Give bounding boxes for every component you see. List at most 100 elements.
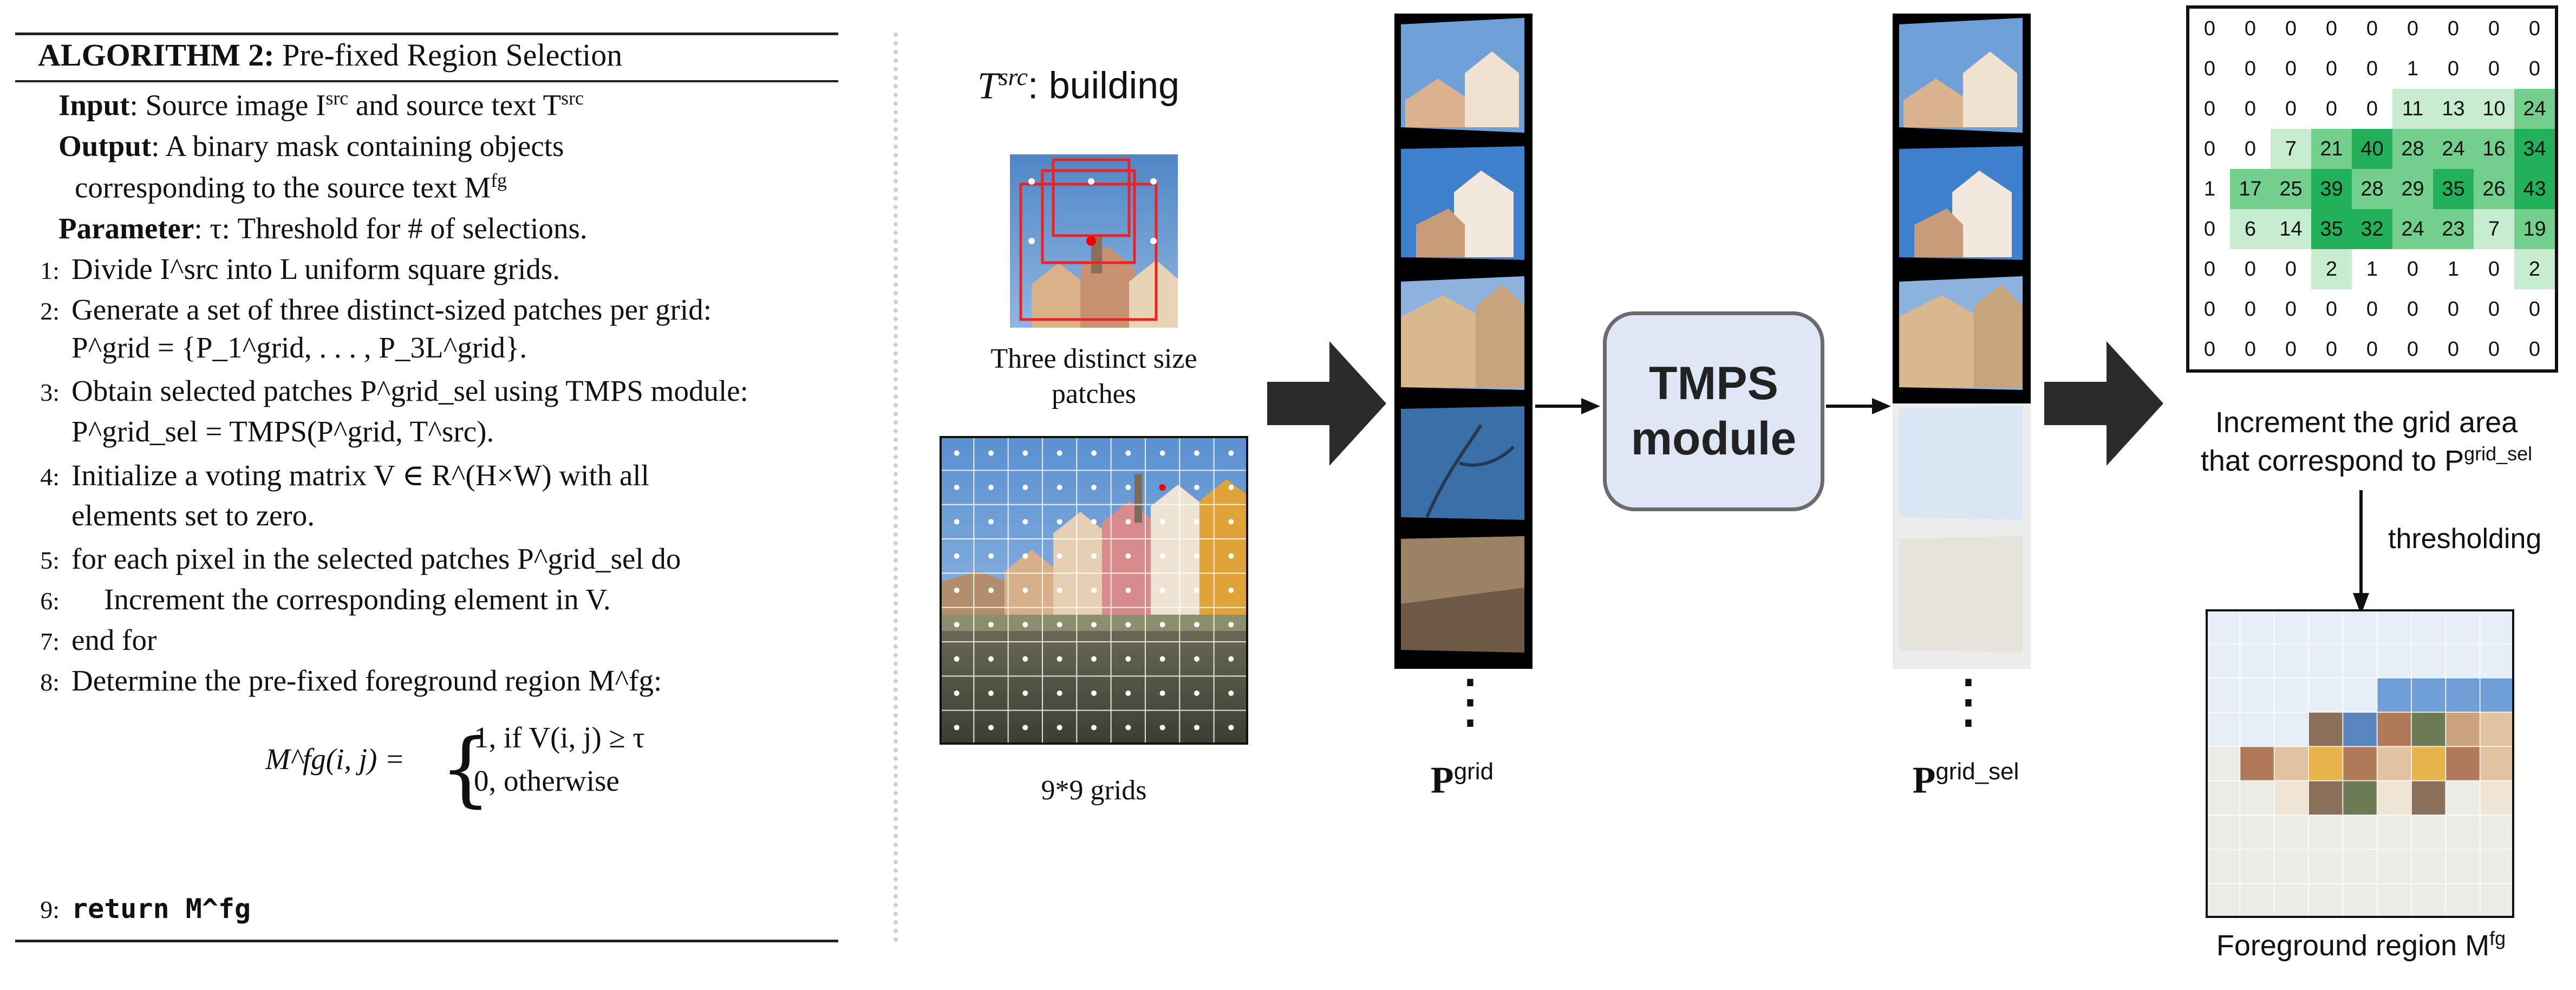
p-grid-strip xyxy=(1394,14,1532,669)
voting-matrix-cell: 32 xyxy=(2352,209,2392,249)
grid-center-dot xyxy=(954,519,960,525)
grid-center-dot xyxy=(1057,622,1062,628)
foreground-cell xyxy=(2274,780,2308,815)
foreground-cell xyxy=(2308,643,2343,678)
grid-center-dot xyxy=(1194,485,1199,490)
patches-caption: Three distinct size patches xyxy=(969,341,1218,412)
foreground-cell xyxy=(2308,609,2343,644)
voting-matrix-cell: 28 xyxy=(2392,129,2433,169)
algo-step-text: Initialize a voting matrix V ∈ R^(H×W) w… xyxy=(71,459,649,492)
voting-matrix-cell: 0 xyxy=(2230,7,2271,49)
grid-center-dot xyxy=(1194,588,1199,593)
foreground-cell xyxy=(2343,815,2377,850)
grid-center-dot xyxy=(1159,450,1165,456)
p-grid-sel-strip xyxy=(1893,14,2031,669)
algo-step-number: 2: xyxy=(40,297,60,325)
foreground-cell xyxy=(2240,780,2274,815)
input-sup1: src xyxy=(325,87,349,109)
algo-step-text: Divide I^src into L uniform square grids… xyxy=(71,252,560,285)
voting-matrix-cell: 0 xyxy=(2433,7,2474,49)
voting-matrix-cell: 0 xyxy=(2392,289,2433,329)
foreground-cell xyxy=(2445,678,2480,712)
foreground-cell xyxy=(2411,746,2446,781)
algo-step-text: Generate a set of three distinct-sized p… xyxy=(71,293,712,326)
voting-matrix-cell: 0 xyxy=(2352,329,2392,371)
foreground-cell xyxy=(2377,643,2411,678)
algo-output: Output: A binary mask containing objects xyxy=(58,129,564,163)
grid-center-dot xyxy=(1022,450,1028,456)
voting-matrix-cell: 0 xyxy=(2230,49,2271,89)
foreground-cell xyxy=(2377,883,2411,918)
p-grid-label: Pgrid xyxy=(1413,758,1511,802)
foreground-cell xyxy=(2480,609,2514,644)
algo-step-text: end for xyxy=(71,623,157,656)
big-arrow-2 xyxy=(2044,341,2163,466)
voting-matrix-cell: 0 xyxy=(2188,329,2230,371)
foreground-cell xyxy=(2377,678,2411,712)
foreground-cell xyxy=(2240,815,2274,850)
foreground-cell xyxy=(2377,712,2411,747)
foreground-cell xyxy=(2240,609,2274,644)
voting-matrix-cell: 0 xyxy=(2271,289,2311,329)
foreground-cell xyxy=(2377,780,2411,815)
equation-case1-text: 1, if V(i, j) ≥ τ xyxy=(474,721,645,754)
grid-center-dot xyxy=(1125,656,1131,662)
foreground-cell xyxy=(2343,678,2377,712)
voting-matrix-cell: 0 xyxy=(2392,329,2433,371)
voting-matrix-cell: 0 xyxy=(2271,329,2311,371)
foreground-cell xyxy=(2240,678,2274,712)
foreground-cell xyxy=(2445,746,2480,781)
voting-matrix-cell: 0 xyxy=(2392,249,2433,289)
foreground-cell xyxy=(2274,609,2308,644)
foreground-cell xyxy=(2377,746,2411,781)
voting-matrix-cell: 19 xyxy=(2514,209,2557,249)
foreground-cell xyxy=(2343,746,2377,781)
t-src-sup: src xyxy=(998,63,1028,90)
grid-center-dot xyxy=(1194,519,1199,525)
grid-center-dot xyxy=(1159,553,1165,559)
output-text: : A binary mask containing objects xyxy=(151,129,564,162)
voting-matrix-cell: 24 xyxy=(2514,89,2557,129)
patches-caption-1: Three distinct size xyxy=(990,343,1197,374)
algo-step: 7:end for xyxy=(16,623,156,657)
grid-center-dot xyxy=(954,725,960,731)
voting-matrix-cell: 6 xyxy=(2230,209,2271,249)
algo-step-number: 1: xyxy=(40,257,60,284)
algo-step-text: P^grid = {P_1^grid, . . . , P_3L^grid}. xyxy=(71,331,527,364)
grid-center-dot xyxy=(1022,519,1028,525)
algo-top-rule xyxy=(15,32,838,35)
tmps-line1: TMPS xyxy=(1649,357,1778,410)
foreground-cell xyxy=(2308,849,2343,884)
foreground-cell xyxy=(2240,712,2274,747)
foreground-cell xyxy=(2308,883,2343,918)
foreground-cell xyxy=(2240,849,2274,884)
algo-title-rest: Pre-fixed Region Selection xyxy=(274,37,623,73)
foreground-cell xyxy=(2274,849,2308,884)
grid-center-dot xyxy=(1057,725,1062,731)
grid-center-dot xyxy=(1159,484,1166,491)
grid-center-dot xyxy=(988,485,994,490)
grid-center-dot xyxy=(1091,553,1097,559)
foreground-cell xyxy=(2480,643,2514,678)
voting-matrix-cell: 39 xyxy=(2311,169,2352,209)
foreground-cell xyxy=(2240,643,2274,678)
equation-case2: 0, otherwise xyxy=(474,764,619,798)
grid-center-dot xyxy=(1057,485,1062,490)
return-num: 9: xyxy=(40,896,60,923)
grid-center-dot xyxy=(1057,656,1062,662)
foreground-cell xyxy=(2377,815,2411,850)
input-text2: and source text T xyxy=(348,88,562,122)
arrow-from-tmps xyxy=(1826,398,1891,414)
algo-step: 3:Obtain selected patches P^grid_sel usi… xyxy=(16,374,748,408)
voting-matrix-cell: 0 xyxy=(2271,49,2311,89)
t-src-value: : building xyxy=(1027,64,1180,107)
foreground-cell xyxy=(2308,780,2343,815)
p-grid-ellipsis-glyph: ⋮ xyxy=(1440,668,1500,734)
p-grid-sel-ellipsis: ⋮ xyxy=(1939,672,1998,731)
voting-matrix-cell: 0 xyxy=(2352,89,2392,129)
p-grid-P: P xyxy=(1430,759,1454,802)
grid-center-dot xyxy=(1194,656,1199,662)
voting-matrix-cell: 0 xyxy=(2188,49,2230,89)
